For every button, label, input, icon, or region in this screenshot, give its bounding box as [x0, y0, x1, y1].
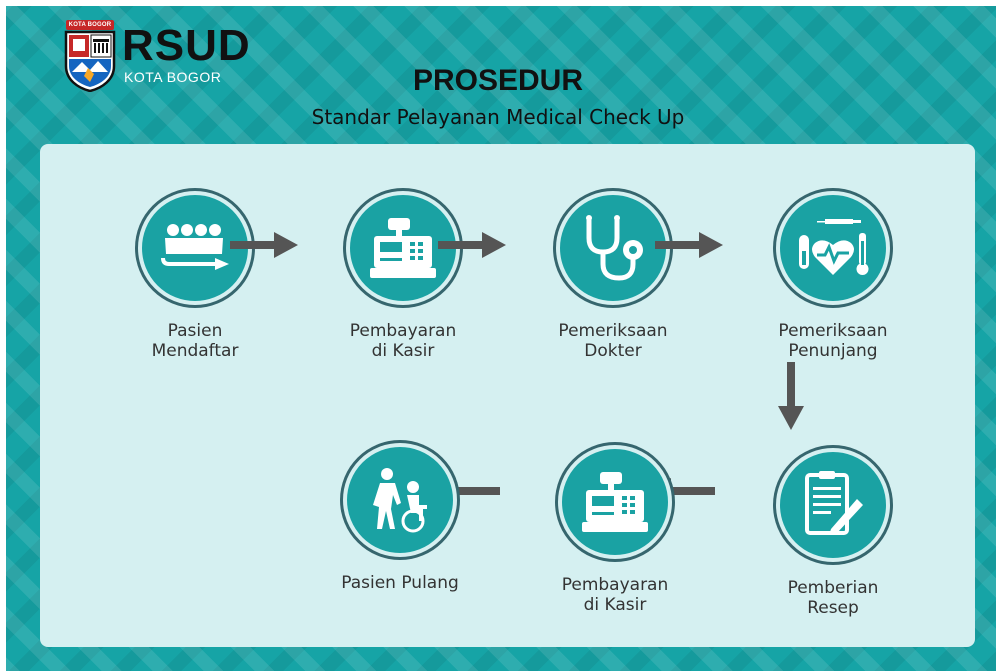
- logo-name: RSUD: [122, 21, 251, 70]
- crest-shield-icon: [64, 30, 116, 92]
- crest-tag: KOTA BOGOR: [66, 20, 114, 30]
- cash-register-icon: [558, 445, 672, 559]
- prescription-icon: [776, 448, 890, 562]
- arrow-right-icon: [655, 232, 723, 258]
- arrow-right-icon: [230, 232, 298, 258]
- city-crest: KOTA BOGOR: [64, 20, 116, 92]
- arrow-down-icon: [778, 362, 804, 430]
- rsud-logo: KOTA BOGOR RSUD KOTA BOGOR: [64, 20, 264, 95]
- page-title: PROSEDUR: [412, 64, 584, 97]
- page-subtitle: Standar Pelayanan Medical Check Up: [311, 105, 685, 129]
- frame-top-border: [0, 0, 996, 6]
- logo-city: KOTA BOGOR: [124, 69, 222, 85]
- step-pasien-pulang: Pasien Pulang: [320, 443, 480, 593]
- stethoscope-icon: [556, 191, 670, 305]
- medical-tests-icon: [776, 191, 890, 305]
- frame-left-border: [0, 0, 6, 671]
- arrow-right-icon: [438, 232, 506, 258]
- step-label: Pasien Pulang: [341, 573, 459, 593]
- patient-discharge-icon: [343, 443, 457, 557]
